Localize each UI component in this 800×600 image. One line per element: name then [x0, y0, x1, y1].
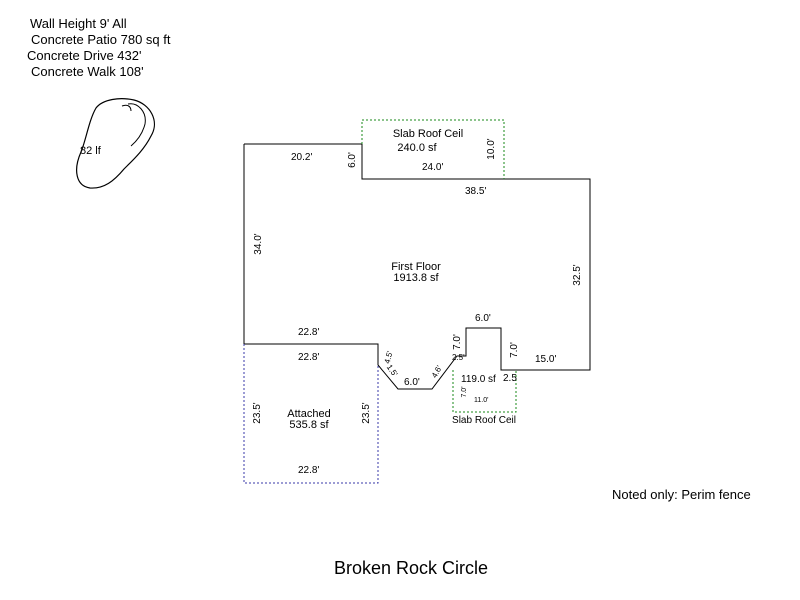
attached-area-value: 535.8 sf — [289, 419, 329, 431]
first-floor-outline — [243, 143, 591, 390]
first-floor-name: First Floor — [391, 261, 441, 273]
slab-roof-top-outline — [361, 119, 505, 179]
dimension-labels: 20.2' 6.0' 24.0' 10.0' 38.5' 34.0' 32.5'… — [252, 138, 583, 476]
dim-attached-left: 23.5' — [252, 402, 263, 423]
dim-top-left-width: 20.2' — [291, 152, 312, 163]
dim-bay-center: 6.0' — [404, 377, 420, 388]
drive-note: Concrete Drive 432' — [27, 48, 142, 63]
dim-slab-small-left: 7.0' — [461, 386, 468, 397]
slab-roof-small-area: 119.0 sf Slab Roof Ceil — [452, 370, 517, 426]
slab-roof-small-area-value: 119.0 sf — [461, 374, 496, 385]
dim-notch-left-small: 2.5' — [452, 353, 465, 362]
first-floor-area: First Floor 1913.8 sf — [243, 143, 591, 390]
pool-inner-outline — [127, 103, 146, 147]
slab-roof-top-area: Slab Roof Ceil 240.0 sf — [361, 119, 505, 179]
dim-bay-left-diag: 4.5' — [383, 350, 395, 365]
first-floor-area-value: 1913.8 sf — [393, 272, 439, 284]
dim-first-floor-bottom-left: 22.8' — [298, 327, 319, 338]
patio-note: Concrete Patio 780 sq ft — [31, 32, 171, 47]
dim-notch-right-small: 2.5 — [503, 373, 517, 384]
pool-outline — [76, 98, 155, 189]
fence-note: Noted only: Perim fence — [612, 487, 751, 502]
dim-bay-right-diag: 4.6' — [430, 364, 444, 380]
wall-height-note: Wall Height 9' All — [30, 16, 127, 31]
slab-roof-top-name: Slab Roof Ceil — [393, 128, 463, 140]
address-title: Broken Rock Circle — [334, 558, 489, 578]
pool-label: 82 lf — [80, 145, 102, 157]
dim-step-up: 6.0' — [347, 152, 358, 168]
slab-roof-small-outline — [452, 370, 517, 413]
dim-slab-small-bottom: 11.0' — [474, 397, 488, 404]
attached-name: Attached — [287, 408, 330, 420]
attached-area: Attached 535.8 sf — [243, 344, 379, 484]
dim-right-height: 32.5' — [572, 264, 583, 285]
dim-left-height: 34.0' — [253, 233, 264, 254]
dim-main-top-width: 38.5' — [465, 186, 486, 197]
dim-slab-top-height: 10.0' — [486, 138, 497, 159]
pool: 82 lf — [76, 98, 155, 189]
dim-bottom-right: 15.0' — [535, 354, 556, 365]
slab-roof-small-name: Slab Roof Ceil — [452, 415, 516, 426]
slab-roof-top-area-value: 240.0 sf — [397, 142, 437, 154]
dim-slab-top-width: 24.0' — [422, 162, 443, 173]
dim-attached-bottom: 22.8' — [298, 465, 319, 476]
pool-step — [121, 104, 132, 112]
walk-note: Concrete Walk 108' — [31, 64, 144, 79]
dim-notch-right: 7.0' — [509, 342, 520, 358]
dim-attached-top: 22.8' — [298, 352, 319, 363]
dim-notch-top: 6.0' — [475, 313, 491, 324]
attached-outline — [243, 344, 379, 484]
sketch-notes: Wall Height 9' All Concrete Patio 780 sq… — [27, 16, 170, 80]
dim-attached-right: 23.5' — [361, 402, 372, 423]
dim-notch-left: 7.0' — [452, 334, 463, 350]
